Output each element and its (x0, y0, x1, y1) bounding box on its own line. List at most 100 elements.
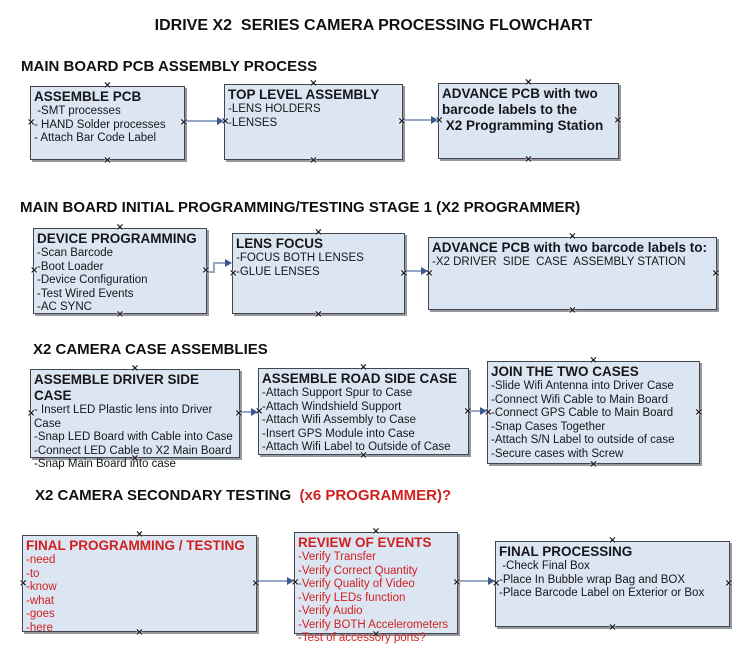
box-title: ADVANCE PCB with two barcode labels to: (432, 240, 708, 255)
box-item: -X2 DRIVER SIDE CASE ASSEMBLY STATION (432, 256, 686, 268)
connection-point-icon: × (711, 267, 720, 279)
connection-point-icon: × (309, 78, 318, 89)
arrowhead-icon (431, 116, 438, 124)
box-item: -here (26, 621, 53, 634)
box-items: - Insert LED Plastic lens into Driver Ca… (31, 404, 239, 472)
box-item: -Verify Correct Quantity (298, 564, 418, 577)
connector-line[interactable] (402, 119, 431, 121)
box-item: -Place In Bubble wrap Bag and BOX (499, 573, 686, 586)
connector-line[interactable] (184, 120, 217, 122)
arrowhead-icon (251, 408, 258, 416)
box-item: -know (26, 581, 57, 593)
box-item: -Verify BOTH Accelerometers (298, 618, 449, 631)
connector-line[interactable] (239, 411, 251, 413)
page-title: IDRIVE X2 SERIES CAMERA PROCESSING FLOWC… (154, 17, 593, 34)
connection-point-icon: × (435, 115, 444, 126)
section-heading-initial-programming: MAIN BOARD INITIAL PROGRAMMING/TESTING S… (20, 199, 581, 216)
connector-line[interactable] (457, 580, 488, 582)
connection-point-icon: × (255, 405, 264, 417)
connector-line[interactable] (256, 580, 287, 582)
box-item: -Attach S/N Label to outside of case (491, 434, 675, 446)
box-title: REVIEW OF EVENTS (298, 535, 432, 550)
arrowhead-icon (421, 267, 428, 275)
box-items: -Slide Wifi Antenna into Driver Case-Con… (488, 380, 699, 461)
connection-point-icon: × (115, 309, 125, 320)
box-item: - HAND Solder processes (34, 118, 166, 131)
box-items: -SMT processes- HAND Solder processes- A… (31, 105, 184, 146)
box-item: -Attach Windshield Support (262, 400, 402, 413)
box-item: -Attach Support Spur to Case (262, 387, 413, 399)
connection-point-icon: × (463, 405, 472, 417)
connection-point-icon: × (314, 227, 323, 238)
box-device-programming[interactable]: DEVICE PROGRAMMING -Scan Barcode-Boot Lo… (30, 223, 210, 320)
box-item: -LENS HOLDERS (228, 103, 321, 115)
box-title: ASSEMBLE DRIVER SIDE CASE (34, 372, 203, 403)
box-item: -Test of accessory ports? (298, 632, 426, 644)
box-item: -Boot Loader (37, 260, 104, 273)
box-item: -SMT processes (34, 105, 121, 117)
box-items: -LENS HOLDERS-LENSES (225, 103, 402, 130)
box-items: -X2 DRIVER SIDE CASE ASSEMBLY STATION (429, 256, 716, 270)
connection-point-icon: × (251, 577, 260, 589)
connector-line[interactable] (213, 262, 225, 264)
box-item: -Attach Wifi Label to Outside of Case (262, 441, 451, 453)
box-title: FINAL PROGRAMMING / TESTING (26, 538, 245, 553)
box-item: -Scan Barcode (37, 247, 114, 259)
box-title: FINAL PROCESSING (499, 544, 633, 559)
connection-point-icon: × (30, 265, 39, 276)
box-item: -Place Barcode Label on Exterior or Box (499, 587, 705, 599)
box-final-programming-testing[interactable]: FINAL PROGRAMMING / TESTING -need-to-kno… (19, 530, 260, 638)
connection-point-icon: × (452, 577, 461, 588)
connector-line[interactable] (468, 410, 480, 412)
box-advance-pcb-case-assembly[interactable]: ADVANCE PCB with two barcode labels to: … (425, 232, 720, 316)
connection-point-icon: × (359, 450, 368, 461)
box-lens-focus[interactable]: LENS FOCUS -FOCUS BOTH LENSES-GLUE LENSE… (229, 228, 408, 320)
box-item: -Connect Wifi Cable to Main Board (491, 393, 669, 406)
connector-line[interactable] (206, 271, 215, 273)
box-item: - Attach Bar Code Label (34, 132, 157, 144)
connection-point-icon: × (309, 155, 318, 166)
box-items: -need-to-know-what-goes-here (23, 554, 256, 635)
box-title: ASSEMBLE ROAD SIDE CASE (262, 371, 458, 386)
connection-point-icon: × (115, 222, 125, 233)
box-item: -FOCUS BOTH LENSES (236, 252, 364, 264)
connection-point-icon: × (27, 407, 36, 419)
box-final-processing[interactable]: FINAL PROCESSING -Check Final Box-Place … (492, 536, 733, 633)
connection-point-icon: × (724, 578, 733, 589)
connection-point-icon: × (608, 622, 617, 633)
box-item: -Device Configuration (37, 274, 148, 286)
box-item: -Check Final Box (499, 560, 590, 572)
box-item: -Connect GPS Cable to Main Board (491, 407, 674, 419)
box-title: JOIN THE TWO CASES (491, 364, 639, 379)
box-join-the-two-cases[interactable]: JOIN THE TWO CASES -Slide Wifi Antenna i… (484, 356, 703, 470)
box-assemble-road-side-case[interactable]: ASSEMBLE ROAD SIDE CASE -Attach Support … (255, 363, 472, 461)
box-item: -GLUE LENSES (236, 265, 320, 278)
box-top-level-assembly[interactable]: TOP LEVEL ASSEMBLY -LENS HOLDERS-LENSES … (221, 79, 406, 166)
arrowhead-icon (480, 407, 487, 415)
box-assemble-driver-side-case[interactable]: ASSEMBLE DRIVER SIDE CASE - Insert LED P… (27, 364, 243, 471)
connection-point-icon: × (694, 406, 703, 418)
box-item: -Snap Cases Together (491, 420, 606, 433)
box-item: -to (26, 567, 40, 580)
connection-point-icon: × (27, 117, 36, 128)
connection-point-icon: × (425, 267, 434, 279)
connection-point-icon: × (397, 116, 406, 127)
section-heading-pcb-assembly: MAIN BOARD PCB ASSEMBLY PROCESS (21, 58, 318, 75)
connector-line[interactable] (404, 270, 421, 272)
section-heading-case-assemblies: X2 CAMERA CASE ASSEMBLIES (33, 341, 268, 358)
box-advance-pcb-programming-station[interactable]: ADVANCE PCB with two barcode labels to t… (435, 78, 622, 165)
arrowhead-icon (287, 577, 294, 585)
connection-point-icon: × (613, 115, 622, 126)
connection-point-icon: × (130, 363, 140, 374)
connection-point-icon: × (568, 231, 577, 242)
box-assemble-pcb[interactable]: ASSEMBLE PCB -SMT processes- HAND Solder… (27, 81, 188, 166)
box-item: -AC SYNC (37, 301, 92, 313)
connection-point-icon: × (589, 355, 598, 366)
box-items: -Verify Transfer-Verify Correct Quantity… (295, 551, 457, 646)
connector-line[interactable] (213, 263, 215, 273)
box-items: -Attach Support Spur to Case-Attach Wind… (259, 387, 468, 455)
box-item: -Snap LED Board with Cable into Case (34, 431, 233, 443)
box-review-of-events[interactable]: REVIEW OF EVENTS -Verify Transfer-Verify… (291, 527, 461, 645)
connection-point-icon: × (130, 453, 140, 464)
